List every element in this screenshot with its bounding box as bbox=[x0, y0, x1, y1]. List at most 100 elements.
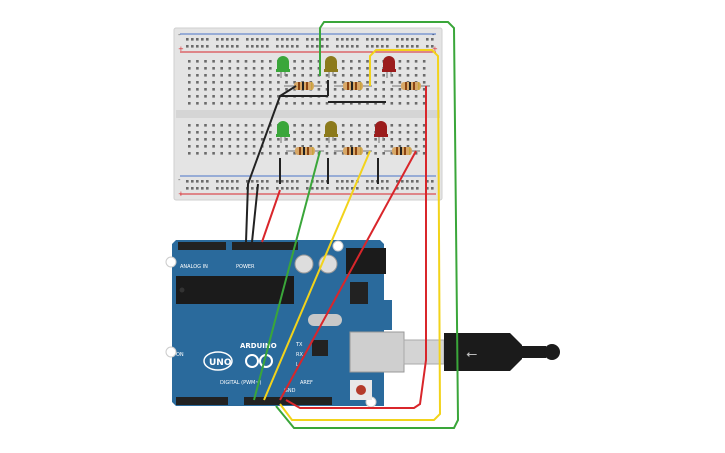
breadboard-hole bbox=[398, 81, 402, 84]
breadboard-hole bbox=[266, 180, 269, 183]
breadboard-hole bbox=[366, 138, 369, 141]
breadboard-hole bbox=[422, 138, 426, 141]
breadboard-hole bbox=[301, 60, 304, 63]
breadboard-hole bbox=[398, 131, 402, 134]
breadboard-hole bbox=[366, 131, 369, 134]
breadboard-hole bbox=[196, 102, 199, 105]
breadboard-hole bbox=[277, 81, 280, 84]
breadboard-hole bbox=[188, 81, 191, 84]
breadboard-hole bbox=[221, 180, 224, 183]
breadboard-hole bbox=[422, 88, 426, 91]
breadboard-hole bbox=[212, 102, 215, 105]
breadboard-hole bbox=[390, 124, 394, 127]
breadboard-hole bbox=[326, 45, 329, 48]
breadboard-hole bbox=[374, 74, 377, 77]
breadboard-hole bbox=[317, 60, 321, 63]
breadboard-hole bbox=[277, 95, 280, 98]
breadboard-hole bbox=[266, 187, 269, 190]
breadboard-hole bbox=[293, 67, 296, 70]
breadboard-hole bbox=[414, 152, 418, 155]
breadboard-hole bbox=[341, 38, 344, 41]
breadboard-hole bbox=[186, 180, 189, 183]
rail-minus-mark-bottom: - bbox=[178, 176, 181, 184]
breadboard-hole bbox=[220, 74, 223, 77]
breadboard-hole bbox=[336, 45, 339, 48]
breadboard-hole bbox=[326, 187, 329, 190]
breadboard-hole bbox=[196, 60, 199, 63]
breadboard-hole bbox=[236, 95, 240, 98]
breadboard-hole bbox=[269, 88, 272, 91]
breadboard-hole bbox=[228, 131, 232, 134]
breadboard-hole bbox=[293, 145, 296, 148]
yellow-wire bbox=[279, 49, 442, 421]
breadboard-hole bbox=[244, 145, 248, 148]
breadboard-hole bbox=[358, 60, 361, 63]
breadboard-hole bbox=[426, 187, 429, 190]
breadboard-hole bbox=[341, 60, 345, 63]
breadboard-hole bbox=[236, 45, 239, 48]
breadboard-hole bbox=[201, 38, 204, 41]
breadboard-hole bbox=[204, 152, 207, 155]
green-wire bbox=[275, 21, 460, 429]
breadboard-hole bbox=[228, 102, 232, 105]
red-wire bbox=[279, 150, 417, 401]
breadboard-hole bbox=[204, 138, 207, 141]
breadboard-hole bbox=[252, 124, 256, 127]
breadboard-hole bbox=[333, 81, 337, 84]
breadboard-hole bbox=[406, 45, 409, 48]
breadboard-hole bbox=[212, 88, 215, 91]
resistor bbox=[334, 147, 372, 155]
breadboard-hole bbox=[333, 74, 337, 77]
breadboard-hole bbox=[374, 145, 377, 148]
breadboard-hole bbox=[390, 152, 394, 155]
breadboard-hole bbox=[309, 131, 313, 134]
breadboard-hole bbox=[398, 124, 402, 127]
breadboard-hole bbox=[382, 95, 385, 98]
breadboard-hole bbox=[366, 45, 369, 48]
breadboard-hole bbox=[382, 138, 385, 141]
breadboard-hole bbox=[236, 60, 240, 63]
breadboard-hole bbox=[414, 74, 418, 77]
breadboard-hole bbox=[382, 152, 385, 155]
breadboard-hole bbox=[346, 45, 349, 48]
breadboard-hole bbox=[346, 180, 349, 183]
breadboard-hole bbox=[186, 45, 189, 48]
breadboard-hole bbox=[390, 81, 394, 84]
breadboard-hole bbox=[381, 38, 384, 41]
breadboard-hole bbox=[366, 38, 369, 41]
breadboard-hole bbox=[406, 187, 409, 190]
breadboard-hole bbox=[293, 74, 296, 77]
breadboard-hole bbox=[246, 180, 249, 183]
breadboard-hole bbox=[260, 67, 264, 70]
breadboard-hole bbox=[276, 38, 279, 41]
breadboard-hole bbox=[260, 152, 264, 155]
breadboard-hole bbox=[212, 145, 215, 148]
breadboard-hole bbox=[196, 152, 199, 155]
breadboard-hole bbox=[286, 38, 289, 41]
breadboard-hole bbox=[414, 124, 418, 127]
breadboard-hole bbox=[220, 138, 223, 141]
breadboard-hole bbox=[398, 102, 402, 105]
breadboard-hole bbox=[216, 38, 219, 41]
breadboard-hole bbox=[341, 88, 345, 91]
breadboard-hole bbox=[321, 187, 324, 190]
breadboard-hole bbox=[346, 38, 349, 41]
breadboard-hole bbox=[293, 60, 296, 63]
breadboard-hole bbox=[414, 145, 418, 148]
breadboard-hole bbox=[406, 145, 410, 148]
breadboard-hole bbox=[396, 38, 399, 41]
breadboard-hole bbox=[244, 131, 248, 134]
breadboard-hole bbox=[252, 95, 256, 98]
breadboard-hole bbox=[188, 67, 191, 70]
red-led-top bbox=[382, 56, 396, 78]
breadboard-hole bbox=[191, 180, 194, 183]
breadboard-hole bbox=[341, 124, 345, 127]
breadboard-hole bbox=[261, 187, 264, 190]
breadboard-hole bbox=[366, 67, 369, 70]
breadboard-hole bbox=[382, 74, 385, 77]
resistor bbox=[286, 147, 324, 155]
breadboard-hole bbox=[422, 145, 426, 148]
breadboard-hole bbox=[285, 102, 288, 105]
breadboard-hole bbox=[212, 138, 215, 141]
breadboard-hole bbox=[401, 187, 404, 190]
